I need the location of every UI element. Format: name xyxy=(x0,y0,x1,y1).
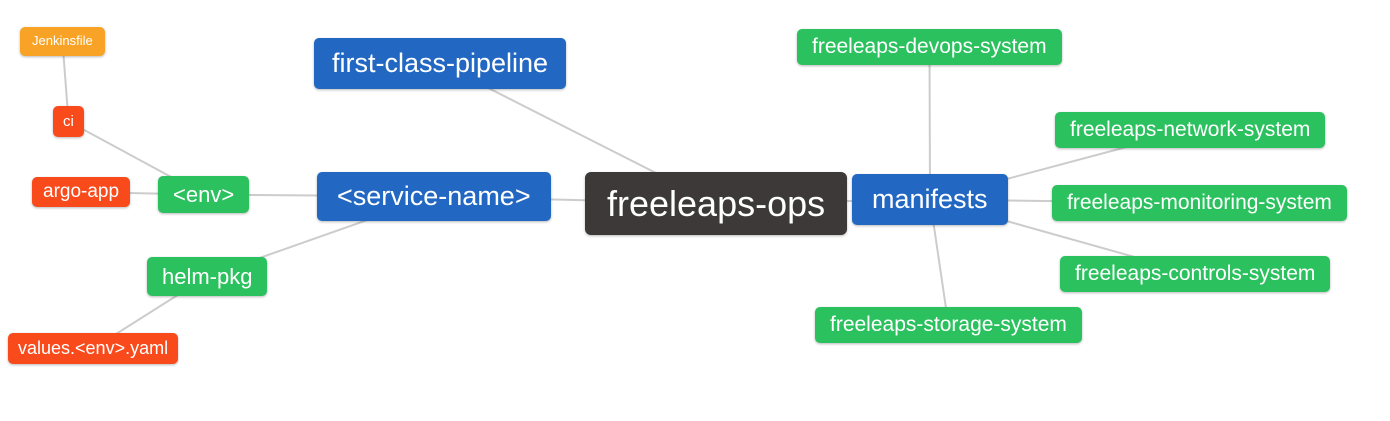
node-ci[interactable]: ci xyxy=(53,106,84,138)
node-freeleaps-storage-system[interactable]: freeleaps-storage-system xyxy=(815,307,1082,344)
node-helm-pkg[interactable]: helm-pkg xyxy=(147,257,268,297)
node-freeleaps-controls-system[interactable]: freeleaps-controls-system xyxy=(1060,256,1331,293)
node-first-class-pipeline[interactable]: first-class-pipeline xyxy=(314,38,567,90)
node-freeleaps-devops-system[interactable]: freeleaps-devops-system xyxy=(797,29,1062,66)
node-jenkinsfile[interactable]: Jenkinsfile xyxy=(20,27,105,56)
node-freeleaps-ops-root[interactable]: freeleaps-ops xyxy=(585,172,848,236)
node-freeleaps-monitoring-system[interactable]: freeleaps-monitoring-system xyxy=(1052,185,1347,222)
node-freeleaps-network-system[interactable]: freeleaps-network-system xyxy=(1055,112,1326,149)
node-service-name[interactable]: <service-name> xyxy=(317,172,551,222)
node-values-env-yaml[interactable]: values.<env>.yaml xyxy=(8,333,179,364)
node-manifests[interactable]: manifests xyxy=(852,174,1008,226)
node-env[interactable]: <env> xyxy=(158,176,250,214)
node-argo-app[interactable]: argo-app xyxy=(32,177,131,207)
